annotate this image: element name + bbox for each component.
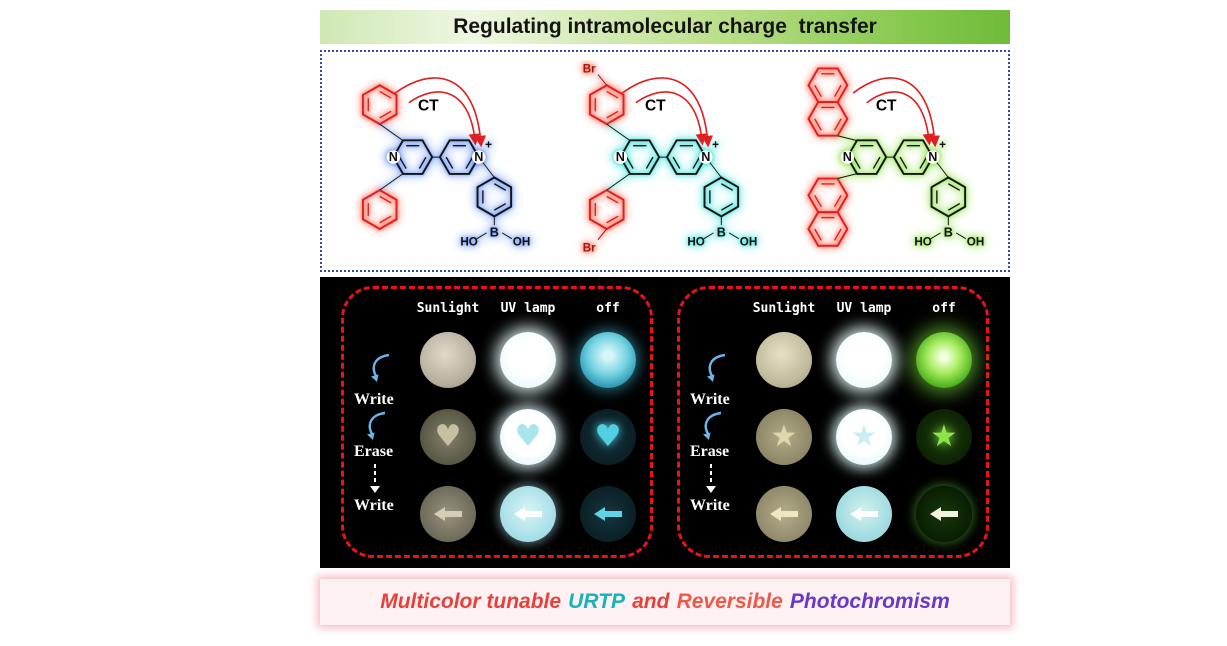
title-banner: Regulating intramolecular charge transfe… bbox=[320, 10, 1010, 44]
heart-icon: ♥ bbox=[514, 418, 542, 454]
nitrogen-label: N bbox=[929, 150, 938, 164]
sample-photo-arrow bbox=[580, 485, 636, 542]
viologen-core: N N + B HO OH bbox=[837, 135, 985, 248]
process-labels: Write Erase Write bbox=[690, 295, 744, 549]
footer-text-reversible: Reversible bbox=[676, 590, 783, 613]
footer-text-photochromism: Photochromism bbox=[789, 590, 950, 613]
plus-charge: + bbox=[485, 138, 492, 151]
hydroxyl-label: HO bbox=[915, 235, 932, 248]
hydroxyl-label: HO bbox=[460, 235, 477, 248]
nitrogen-label: N bbox=[474, 150, 483, 164]
column-header-sunlight: Sunlight bbox=[752, 300, 816, 316]
write-label: Write bbox=[690, 497, 730, 514]
structures-box: N N + B HO OH CT Br Br bbox=[320, 50, 1010, 272]
write-label: Write bbox=[690, 391, 730, 408]
sample-photo-arrow bbox=[916, 485, 972, 542]
plus-charge: + bbox=[712, 138, 719, 151]
bromine-label: Br bbox=[583, 241, 596, 254]
left-arrow-icon bbox=[770, 506, 798, 521]
star-icon: ★ bbox=[930, 418, 958, 454]
plus-charge: + bbox=[939, 138, 946, 151]
bromine-label: Br bbox=[583, 63, 596, 76]
viologen-core: N N + B HO OH bbox=[606, 123, 757, 248]
sample-photo-off bbox=[580, 331, 636, 388]
curved-arrow-icon bbox=[703, 411, 722, 440]
nitrogen-label: N bbox=[616, 150, 625, 164]
hydroxyl-label: HO bbox=[687, 235, 704, 248]
star-icon: ★ bbox=[770, 418, 798, 454]
footer-banner: Multicolor tunable URTP and Reversible P… bbox=[320, 579, 1010, 625]
sample-grid: Sunlight UV lamp off ★ ★ ★ bbox=[744, 295, 984, 549]
sample-photo-arrow bbox=[420, 485, 476, 542]
ct-arrow-icon bbox=[852, 77, 941, 148]
boron-label: B bbox=[717, 226, 726, 240]
curved-arrow-icon bbox=[367, 411, 386, 440]
sample-grid: Sunlight UV lamp off ♥ ♥ ♥ bbox=[408, 295, 648, 549]
ct-label: CT bbox=[418, 98, 439, 115]
sample-photo-heart: ♥ bbox=[420, 408, 476, 465]
hydroxyl-label: OH bbox=[967, 235, 984, 248]
ct-arrow-icon bbox=[621, 77, 713, 148]
write-label: Write bbox=[354, 391, 394, 408]
sample-photo-arrow bbox=[836, 485, 892, 542]
molecule-bromophenyl-viologen: Br Br N N + B HO OH CT bbox=[583, 63, 757, 255]
sample-photo-uvlamp bbox=[500, 331, 556, 388]
curved-arrow-icon bbox=[371, 353, 390, 382]
hydroxyl-label: OH bbox=[512, 235, 529, 248]
nitrogen-label: N bbox=[843, 150, 852, 164]
sample-photo-sunlight bbox=[420, 331, 476, 388]
erase-label: Erase bbox=[690, 443, 730, 460]
ct-arrow-icon bbox=[394, 77, 486, 148]
column-header-sunlight: Sunlight bbox=[416, 300, 480, 316]
boron-label: B bbox=[489, 226, 498, 240]
footer-text-multicolor: Multicolor tunable bbox=[380, 590, 562, 613]
process-labels: Write Erase Write bbox=[354, 295, 408, 549]
left-arrow-icon bbox=[594, 506, 622, 521]
nitrogen-label: N bbox=[701, 150, 710, 164]
ct-label: CT bbox=[645, 98, 666, 115]
photo-panel-block: Write Erase Write Sunlight UV lamp off bbox=[320, 277, 1010, 568]
sample-photo-heart: ♥ bbox=[580, 408, 636, 465]
write-label: Write bbox=[354, 497, 394, 514]
nitrogen-label: N bbox=[388, 150, 397, 164]
sample-photo-star: ★ bbox=[756, 408, 812, 465]
dashed-arrow-icon bbox=[370, 464, 380, 493]
dashed-arrow-icon bbox=[706, 464, 716, 493]
sample-photo-star: ★ bbox=[916, 408, 972, 465]
erase-label: Erase bbox=[354, 443, 394, 460]
curved-arrow-icon bbox=[707, 353, 726, 382]
figure-content: Regulating intramolecular charge transfe… bbox=[320, 10, 1010, 625]
footer-text-and: and bbox=[632, 590, 670, 613]
viologen-core: N N + B HO OH bbox=[379, 123, 530, 248]
heart-icon: ♥ bbox=[594, 418, 622, 454]
column-header-uvlamp: UV lamp bbox=[836, 300, 892, 316]
sample-photo-arrow bbox=[500, 485, 556, 542]
sample-photo-heart: ♥ bbox=[500, 408, 556, 465]
left-arrow-icon bbox=[850, 506, 878, 521]
boron-label: B bbox=[944, 226, 953, 240]
left-arrow-icon bbox=[514, 506, 542, 521]
photo-panel-green: Write Erase Write Sunlight UV lamp off bbox=[677, 286, 989, 558]
footer-text-urtp: URTP bbox=[568, 590, 625, 613]
star-icon: ★ bbox=[850, 418, 878, 454]
sample-photo-star: ★ bbox=[836, 408, 892, 465]
sample-photo-sunlight bbox=[756, 331, 812, 388]
sample-photo-off bbox=[916, 331, 972, 388]
column-header-off: off bbox=[596, 300, 620, 316]
photo-panel-cyan: Write Erase Write Sunlight UV lamp off bbox=[341, 286, 653, 558]
molecule-naphthyl-viologen: N N + B HO OH CT bbox=[807, 67, 985, 248]
left-arrow-icon bbox=[930, 506, 958, 521]
sample-photo-arrow bbox=[756, 485, 812, 542]
column-header-off: off bbox=[932, 300, 956, 316]
heart-icon: ♥ bbox=[434, 418, 462, 454]
sample-photo-uvlamp bbox=[836, 331, 892, 388]
column-header-uvlamp: UV lamp bbox=[500, 300, 556, 316]
ct-label: CT bbox=[876, 98, 897, 115]
hydroxyl-label: OH bbox=[740, 235, 757, 248]
molecule-phenyl-viologen: N N + B HO OH CT bbox=[361, 77, 530, 248]
bromophenyl-rings: Br Br bbox=[583, 63, 625, 254]
left-arrow-icon bbox=[434, 506, 462, 521]
